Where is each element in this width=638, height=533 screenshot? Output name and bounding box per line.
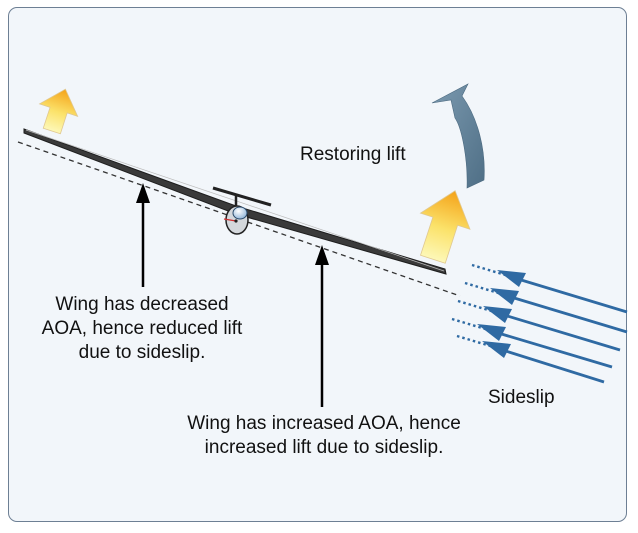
restoring-arrow-icon: [431, 83, 485, 189]
glider-icon: [212, 186, 272, 235]
sideslip-airflow-arrows-icon: [451, 263, 628, 384]
increased-aoa-pointer: [315, 245, 329, 407]
increased-aoa-label: Wing has increased AOA, hence increased …: [187, 413, 461, 458]
decreased-aoa-pointer: [136, 183, 150, 287]
large-lift-arrow-icon: [419, 190, 471, 264]
sideslip-label: Sideslip: [488, 387, 555, 408]
small-lift-arrow-icon: [38, 88, 79, 135]
restoring-lift-label: Restoring lift: [300, 144, 406, 165]
decreased-aoa-label: Wing has decreased AOA, hence reduced li…: [41, 294, 243, 363]
